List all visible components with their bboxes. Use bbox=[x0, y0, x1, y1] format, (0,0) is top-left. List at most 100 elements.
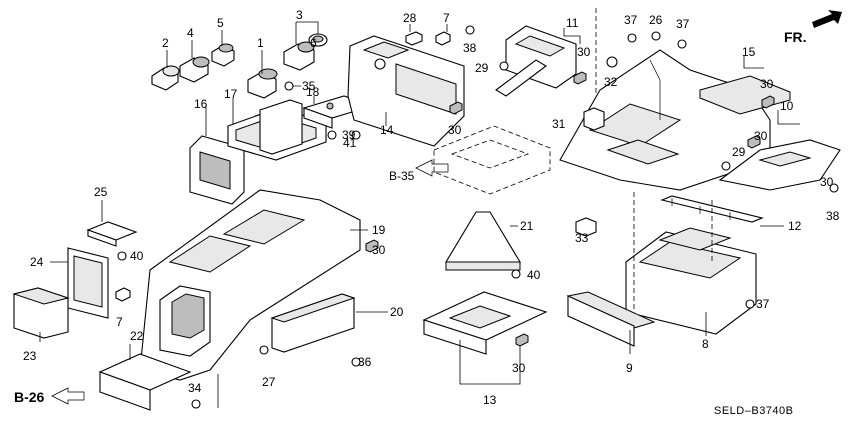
callout-10: 10 bbox=[780, 99, 794, 113]
callout-29b: 29 bbox=[732, 145, 746, 159]
callout-41: 41 bbox=[343, 136, 357, 150]
callout-8: 8 bbox=[702, 337, 709, 351]
part-20-storage-box[interactable] bbox=[270, 293, 356, 353]
part-29b-screw[interactable] bbox=[721, 161, 731, 171]
callout-4: 4 bbox=[187, 26, 194, 40]
diagram-code: SELD–B3740B bbox=[714, 405, 794, 417]
part-30e-clip[interactable] bbox=[365, 239, 379, 253]
part-30a-clip[interactable] bbox=[449, 101, 463, 115]
part-30f-clip[interactable] bbox=[515, 333, 529, 347]
callout-19: 19 bbox=[372, 223, 386, 237]
callout-25: 25 bbox=[94, 185, 108, 199]
callout-22: 22 bbox=[130, 329, 144, 343]
part-37b-screw[interactable] bbox=[677, 39, 687, 49]
b26-reference-arrow bbox=[51, 387, 85, 405]
front-direction-arrow bbox=[812, 10, 842, 28]
callout-3: 3 bbox=[296, 8, 303, 22]
callout-24: 24 bbox=[30, 255, 44, 269]
callout-16: 16 bbox=[194, 97, 208, 111]
part-36-screw[interactable] bbox=[351, 357, 361, 367]
part-14-bezel[interactable] bbox=[347, 35, 465, 147]
callout-28: 28 bbox=[403, 11, 417, 25]
callout-38b: 38 bbox=[826, 209, 840, 223]
part-37a-screw[interactable] bbox=[627, 33, 637, 43]
part-40a-screw[interactable] bbox=[511, 269, 521, 279]
part-23-lid[interactable] bbox=[12, 287, 70, 339]
part-35-screw[interactable] bbox=[284, 81, 301, 91]
callout-29a: 29 bbox=[475, 61, 489, 75]
part-11-bracket[interactable] bbox=[495, 25, 577, 97]
callout-7b: 7 bbox=[116, 315, 123, 329]
part-32-clip[interactable] bbox=[606, 56, 618, 68]
callout-7a: 7 bbox=[443, 11, 450, 25]
part-30c-clip[interactable] bbox=[761, 95, 775, 109]
part-19-console-body[interactable] bbox=[139, 189, 361, 381]
front-label: FR. bbox=[784, 29, 807, 45]
part-8-tray[interactable] bbox=[625, 227, 757, 335]
part-30b-clip[interactable] bbox=[573, 71, 587, 85]
callout-30c: 30 bbox=[760, 77, 774, 91]
part-39-screw[interactable] bbox=[327, 130, 337, 140]
part-41-screw[interactable] bbox=[351, 130, 361, 140]
part-9-panel[interactable] bbox=[566, 291, 656, 347]
part-38a-screw[interactable] bbox=[465, 25, 475, 35]
part-26-screw[interactable] bbox=[651, 31, 661, 41]
callout-35: 35 bbox=[302, 79, 316, 93]
callout-27: 27 bbox=[262, 375, 276, 389]
callout-26: 26 bbox=[649, 13, 663, 27]
ref-b26: B-26 bbox=[14, 389, 45, 405]
callout-30d: 30 bbox=[754, 129, 768, 143]
callout-6: 6 bbox=[310, 36, 317, 50]
part-3-lighter[interactable] bbox=[283, 41, 315, 71]
part-24-holder[interactable] bbox=[67, 247, 109, 319]
callout-37a: 37 bbox=[624, 13, 638, 27]
part-2-socket[interactable] bbox=[151, 65, 180, 91]
part-10-side-panel[interactable] bbox=[718, 139, 841, 191]
part-7b-clip[interactable] bbox=[115, 287, 131, 302]
ref-b35: B-35 bbox=[389, 169, 415, 183]
part-17-holder[interactable] bbox=[227, 99, 327, 161]
part-27-screw[interactable] bbox=[259, 345, 269, 355]
b35-reference-part bbox=[415, 125, 551, 195]
callout-21: 21 bbox=[520, 219, 534, 233]
callout-12: 12 bbox=[788, 219, 802, 233]
callout-38a: 38 bbox=[463, 41, 477, 55]
part-21-shift-boot[interactable] bbox=[445, 211, 521, 271]
part-7a-clip[interactable] bbox=[435, 31, 451, 46]
leader-lines bbox=[39, 21, 800, 408]
callout-15: 15 bbox=[742, 45, 756, 59]
part-1-socket[interactable] bbox=[247, 68, 278, 99]
part-29a-screw[interactable] bbox=[499, 61, 509, 71]
part-28-clip[interactable] bbox=[405, 31, 423, 46]
part-37c-screw[interactable] bbox=[745, 299, 755, 309]
part-13-shift-bezel[interactable] bbox=[422, 291, 548, 355]
callout-5: 5 bbox=[217, 16, 224, 30]
callout-32: 32 bbox=[604, 75, 618, 89]
part-4-socket[interactable] bbox=[179, 56, 210, 83]
callout-30b: 30 bbox=[577, 45, 591, 59]
callout-30g: 30 bbox=[820, 175, 834, 189]
part-25-bracket[interactable] bbox=[86, 221, 138, 247]
callout-9: 9 bbox=[626, 361, 633, 375]
callout-1: 1 bbox=[257, 36, 264, 50]
callout-2: 2 bbox=[162, 36, 169, 50]
part-22-bracket[interactable] bbox=[98, 353, 192, 411]
callout-30f: 30 bbox=[512, 361, 526, 375]
part-16-panel[interactable] bbox=[189, 135, 245, 205]
callout-36: 36 bbox=[358, 355, 372, 369]
callout-31: 31 bbox=[552, 117, 566, 131]
callout-40a: 40 bbox=[527, 268, 541, 282]
callout-30a: 30 bbox=[448, 123, 462, 137]
part-31-clip[interactable] bbox=[583, 107, 605, 131]
part-38b-screw[interactable] bbox=[829, 183, 839, 193]
callout-39: 39 bbox=[342, 128, 356, 142]
part-34-screw[interactable] bbox=[191, 399, 201, 409]
callout-20: 20 bbox=[390, 305, 404, 319]
callout-40b: 40 bbox=[130, 249, 144, 263]
callout-30e: 30 bbox=[372, 243, 386, 257]
part-30d-clip[interactable] bbox=[747, 135, 761, 149]
part-40b-screw[interactable] bbox=[117, 251, 127, 261]
part-5-cap[interactable] bbox=[211, 43, 235, 67]
part-33-clip[interactable] bbox=[575, 217, 597, 237]
